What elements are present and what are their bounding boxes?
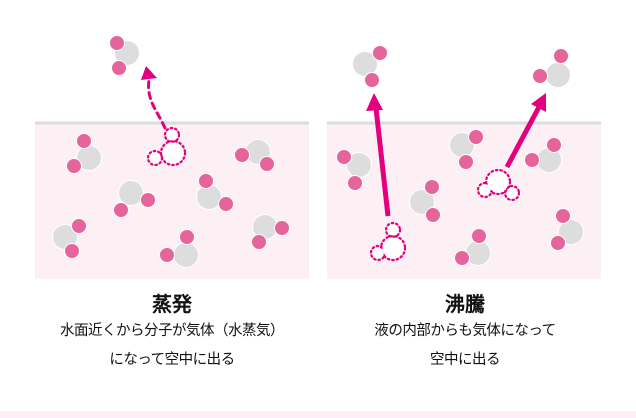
hydrogen-atom: [64, 243, 80, 259]
oxygen-atom: [545, 62, 571, 88]
hydrogen-atom: [198, 173, 214, 189]
hydrogen-atom: [274, 220, 290, 236]
oxygen-atom: [558, 219, 584, 245]
hydrogen-atom: [66, 158, 82, 174]
water-molecule: [550, 208, 584, 251]
evaporation-line-2: になって空中に出る: [109, 352, 235, 368]
outline-fill: [487, 171, 509, 193]
boiling-line-2: 空中に出る: [430, 352, 501, 368]
hydrogen-atom: [234, 147, 250, 163]
oxygen-atom: [409, 189, 435, 215]
hydrogen-atom: [425, 207, 441, 223]
water-molecule: [449, 129, 484, 170]
outline-fill: [387, 224, 399, 236]
outline-fill: [149, 152, 161, 164]
water-molecule: [66, 133, 102, 174]
outline-fill: [506, 187, 518, 199]
hydrogen-atom: [546, 137, 562, 153]
hydrogen-atom: [71, 218, 87, 234]
hydrogen-atom: [109, 35, 125, 51]
outline-dots: [484, 168, 512, 196]
outline-fill: [382, 237, 404, 259]
water-molecule: [251, 214, 290, 250]
boiling-arrow-1: [373, 107, 391, 217]
outline-dots: [146, 149, 164, 167]
evaporation-line-1: 水面近くから分子が気体（水蒸気）: [60, 323, 285, 339]
water-molecule: [159, 229, 199, 268]
hydrogen-atom: [424, 179, 440, 195]
hydrogen-atom: [524, 152, 540, 168]
hydrogen-atom: [468, 129, 484, 145]
departed-molecule-outline: [476, 168, 521, 202]
hydrogen-atom: [140, 192, 156, 208]
water-molecule: [336, 149, 372, 191]
outline-fill: [162, 142, 184, 164]
hydrogen-atom: [364, 72, 380, 88]
oxygen-atom: [118, 180, 144, 206]
arrowhead: [141, 66, 157, 80]
outline-fill: [372, 247, 384, 259]
water-molecule: [454, 228, 491, 266]
boiling-line-1: 液の内部からも気体になって: [374, 323, 556, 339]
departed-molecule-outline: [369, 221, 407, 262]
hydrogen-atom: [555, 208, 571, 224]
water-molecule: [234, 139, 275, 172]
hydrogen-atom: [111, 60, 127, 76]
water-molecule: [409, 179, 441, 223]
outline-fill: [479, 184, 491, 196]
hydrogen-atom: [251, 234, 267, 250]
hydrogen-atom: [336, 149, 352, 165]
hydrogen-atom: [179, 229, 195, 245]
hydrogen-atom: [259, 156, 275, 172]
hydrogen-atom: [347, 175, 363, 191]
arrowhead: [531, 93, 546, 112]
hydrogen-atom: [218, 196, 234, 212]
water-molecule: [524, 137, 562, 173]
boiling-caption: 沸騰 液の内部からも気体になって 空中に出る: [315, 291, 615, 375]
departed-molecule-outline: [146, 126, 187, 167]
arrowhead: [366, 93, 383, 111]
hydrogen-atom: [113, 202, 129, 218]
dashed-arrow: [147, 78, 167, 130]
outline-fill: [166, 129, 178, 141]
hydrogen-atom: [458, 154, 474, 170]
boiling-arrow-2: [504, 105, 542, 169]
boiling-title: 沸騰: [445, 292, 485, 316]
hydrogen-atom: [159, 247, 175, 263]
hydrogen-atom: [76, 133, 92, 149]
water-molecule: [532, 48, 571, 88]
bottom-strip: [0, 411, 636, 418]
hydrogen-atom: [372, 45, 388, 61]
hydrogen-atom: [454, 250, 470, 266]
water-molecule: [109, 35, 140, 76]
outline-dots: [503, 184, 521, 202]
hydrogen-atom: [550, 235, 566, 251]
evaporation-title: 蒸発: [152, 292, 192, 316]
hydrogen-atom: [471, 228, 487, 244]
hydrogen-atom: [553, 48, 569, 64]
water-molecule: [196, 173, 234, 212]
outline-dots: [163, 126, 181, 144]
hydrogen-atom: [532, 68, 548, 84]
oxygen-atom: [465, 240, 491, 266]
water-molecule: [352, 45, 388, 88]
evaporation-caption: 蒸発 水面近くから分子が気体（水蒸気） になって空中に出る: [22, 291, 322, 375]
water-molecule: [113, 180, 156, 218]
water-molecule: [52, 218, 87, 259]
oxygen-atom: [173, 242, 199, 268]
outline-dots: [384, 221, 402, 239]
